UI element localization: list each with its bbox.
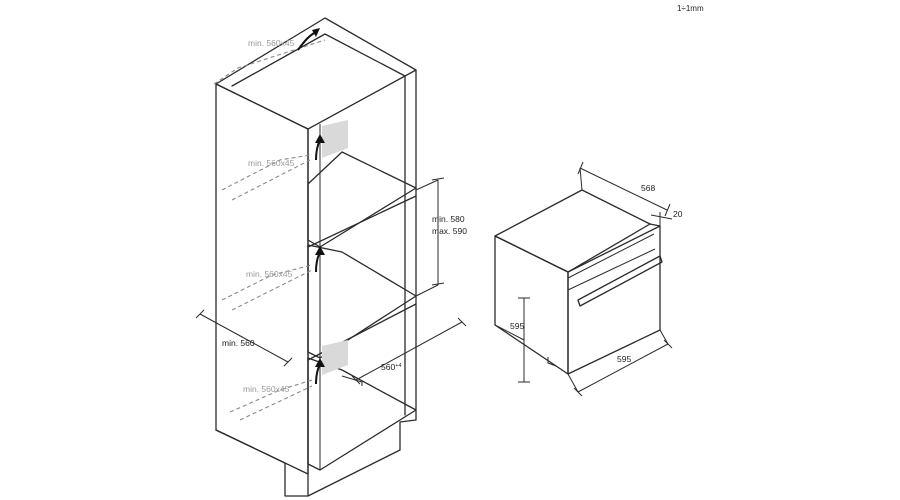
airflow-arrow-2	[315, 246, 325, 273]
niche-width-label: min. 560	[222, 338, 255, 348]
oven: 568 20 595 595	[494, 161, 683, 397]
oven-front-panel-label: 20	[673, 209, 683, 219]
vent-label-middle-upper: min. 560x45	[248, 158, 295, 168]
niche-width-dimension	[195, 309, 293, 367]
scale-note: 1÷1mm	[677, 4, 704, 13]
niche-height-max-label: max. 590	[432, 226, 467, 236]
niche-height-min-label: min. 580	[432, 214, 465, 224]
oven-depth-dimension	[577, 161, 671, 217]
vent-label-top: min. 560x45	[248, 38, 295, 48]
oven-front-panel-dimension	[650, 212, 673, 226]
airflow-arrow-top	[297, 28, 320, 51]
airflow-arrow-1	[315, 134, 325, 161]
cabinet-shelf-2	[307, 244, 417, 359]
vent-opening-1	[322, 120, 348, 158]
oven-height-label: 595	[510, 321, 524, 331]
vent-label-middle-lower: min. 560x45	[246, 269, 293, 279]
oven-width-label: 595	[617, 354, 631, 364]
oven-door-handle	[577, 255, 663, 307]
vent-opening-2	[322, 340, 348, 375]
cabinet-shelf-3	[307, 357, 417, 471]
cabinet-shelf-1	[307, 151, 417, 248]
niche-height-dimension	[415, 177, 445, 297]
cabinet-left-side	[215, 83, 309, 475]
tall-cabinet: min. 580 max. 590 min. 560 560+4 min. 56…	[195, 17, 467, 497]
oven-side	[494, 235, 569, 375]
oven-depth-label: 568	[641, 183, 655, 193]
oven-height-dimension	[494, 297, 530, 383]
niche-depth-label: 560+4	[381, 362, 401, 372]
airflow-arrow-3	[315, 358, 325, 385]
oven-width-dimension	[567, 329, 673, 397]
oven-top	[494, 189, 651, 273]
oven-control-panel	[567, 233, 655, 279]
vent-label-bottom: min. 560x45	[243, 384, 290, 394]
niche-depth-dimension	[351, 317, 467, 385]
oven-front	[567, 225, 661, 375]
